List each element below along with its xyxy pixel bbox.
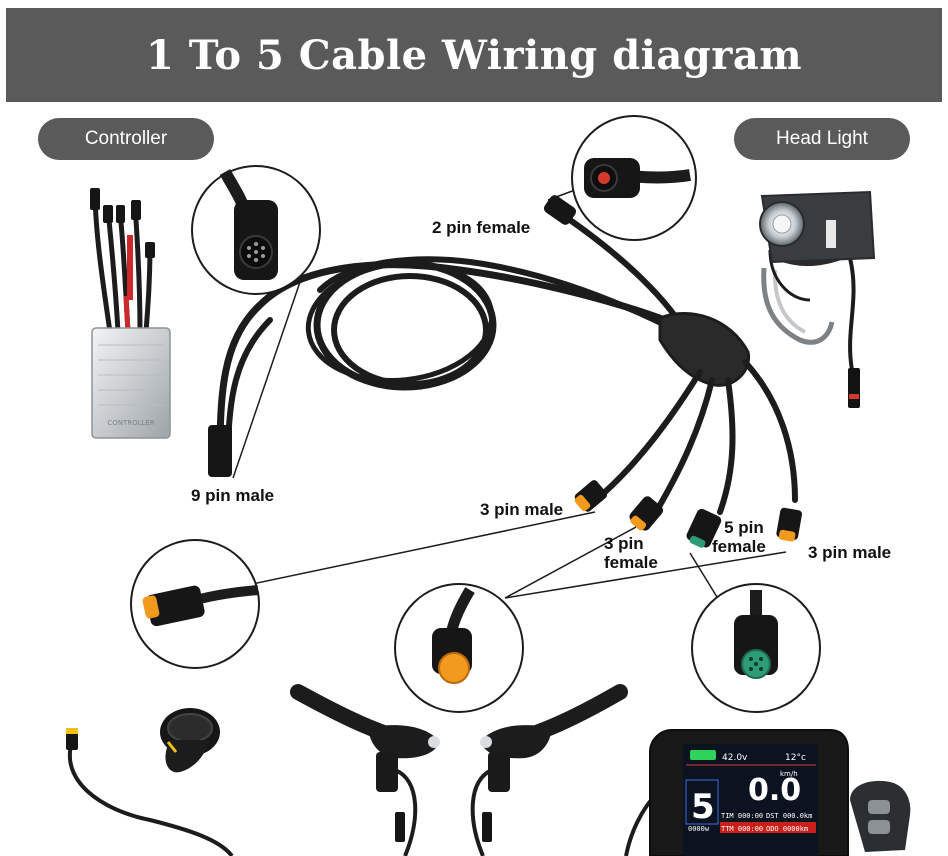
lcd-ttm: TTM 000:00 [721, 825, 763, 833]
thumb-throttle [66, 708, 234, 856]
headlight-tag: Head Light [734, 118, 910, 160]
zoom-5pin [691, 583, 821, 713]
brake-lever-left [290, 684, 440, 856]
brake-lever-right [470, 684, 628, 856]
lcd-display: 42.0v 12°c km/h 0.0 5 TIM 000:00 DST 000… [624, 729, 849, 856]
zoom-2pin [571, 115, 697, 241]
head-light [759, 190, 876, 408]
controller-tag-label: Controller [84, 128, 168, 149]
label-5pin-female: 5 pin female [712, 518, 766, 556]
label-3pin-female: 3 pin female [604, 534, 658, 572]
lcd-speed-unit: km/h [780, 770, 798, 778]
connector-5pin-female [686, 508, 722, 548]
zoom-3pin-female [394, 583, 524, 713]
zoom-9pin [191, 165, 321, 295]
lcd-tim: TIM 000:00 [721, 812, 763, 820]
label-3pin-male-right: 3 pin male [808, 543, 892, 562]
lcd-voltage: 42.0v [722, 753, 748, 763]
label-9pin-male: 9 pin male [191, 486, 275, 505]
connector-9pin-male [208, 425, 232, 477]
zoom-3pin-male [130, 539, 260, 669]
label-2pin-female: 2 pin female [432, 218, 531, 237]
cable-harness [216, 217, 798, 515]
controller-box-text: CONTROLLER [107, 419, 155, 427]
lcd-assist-level: 5 [691, 787, 715, 827]
headlight-tag-label: Head Light [776, 128, 868, 149]
lcd-temperature: 12°c [785, 753, 806, 763]
controller-box [91, 327, 171, 439]
diagram-title: 1 To 5 Cable Wiring diagram [145, 31, 803, 79]
lcd-odo: ODO 0000km [766, 825, 808, 833]
label-3pin-female-line1: 3 pin [604, 534, 644, 553]
display-remote [850, 780, 911, 852]
controller-unit: CONTROLLER [90, 188, 171, 439]
label-3pin-male-left: 3 pin male [480, 500, 564, 519]
title-banner: 1 To 5 Cable Wiring diagram [6, 8, 942, 102]
connector-3pin-female [629, 496, 664, 531]
lcd-dst: DST 000.0km [766, 812, 812, 820]
lcd-speed: 0.0 [748, 773, 801, 808]
connector-3pin-male-left [574, 480, 608, 512]
connectors [208, 195, 802, 548]
label-5pin-female-line2: female [712, 537, 766, 556]
label-5pin-female-line1: 5 pin [724, 518, 764, 537]
connector-3pin-male-right [776, 507, 802, 542]
connector-2pin-female [543, 195, 577, 225]
controller-tag: Controller [38, 118, 214, 160]
lcd-power: 0000w [688, 825, 710, 833]
label-3pin-female-line2: female [604, 553, 658, 572]
